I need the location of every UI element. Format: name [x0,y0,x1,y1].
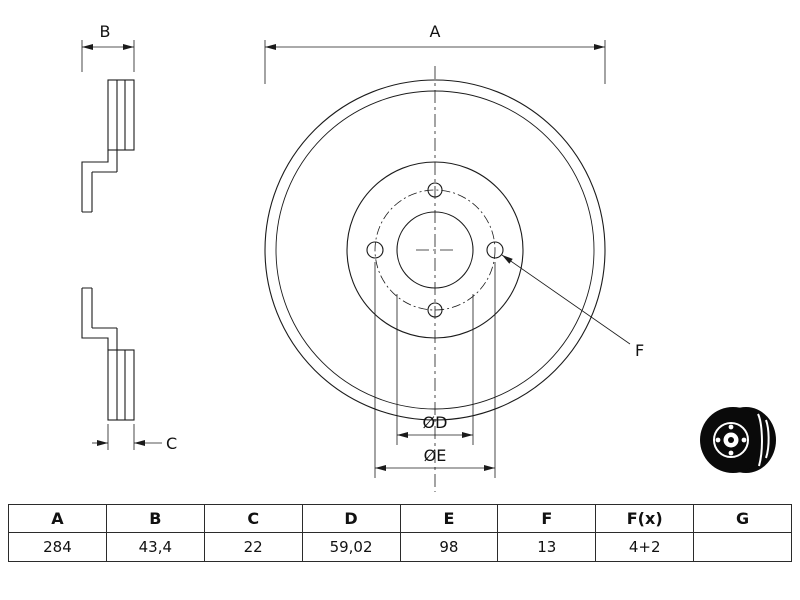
dimension-b [81,40,135,72]
value-c: 22 [203,532,303,562]
friction-band-bottom [107,349,135,421]
friction-band-top [107,79,135,151]
dimension-b-extensions [81,40,135,72]
dimension-b-label: B [100,22,111,41]
leader-line-f [501,254,631,345]
dimension-d [396,294,474,445]
dimension-c-label: C [166,434,177,453]
dimension-e-label: ØE [424,446,447,465]
value-a: 284 [8,532,107,562]
value-b: 43,4 [105,532,205,562]
dimension-d-extensions [396,294,474,445]
col-header-g: G [693,504,792,533]
vent-slot-top [116,80,126,150]
dimension-e-extensions [374,262,496,478]
dimension-e [374,262,496,478]
col-header-a: A [8,504,107,533]
front-view [264,66,606,492]
bolt-circle [374,189,496,311]
value-f: 13 [497,532,597,562]
side-section-view [81,79,135,421]
dimension-a [264,40,606,84]
dimension-table: A B C D E F F(x) G 284 43,4 22 59,02 98 … [8,504,792,562]
table-value-row: 284 43,4 22 59,02 98 13 4+2 [8,532,792,562]
col-header-d: D [301,504,401,533]
bolt-hole-left [366,241,384,259]
col-header-c: C [203,504,303,533]
col-header-e: E [399,504,499,533]
col-header-f: F [497,504,597,533]
dimension-table-body: 284 43,4 22 59,02 98 13 4+2 [8,532,792,562]
value-d: 59,02 [301,532,401,562]
dimension-a-label: A [430,22,441,41]
vent-slot-bottom [116,350,126,420]
dimension-c-extensions [107,424,135,450]
table-header-row: A B C D E F F(x) G [8,504,792,533]
dimension-f-label: F [635,341,644,360]
value-e: 98 [399,532,499,562]
hat-profile [81,150,118,350]
brake-disc-icon [700,407,776,473]
col-header-fx: F(x) [595,504,695,533]
value-fx: 4+2 [595,532,695,562]
bolt-hole-right [486,241,504,259]
value-g [693,532,792,562]
dimension-table-header: A B C D E F F(x) G [8,504,792,533]
col-header-b: B [105,504,205,533]
brake-disc-drawing: B C A [81,22,776,492]
dimension-d-label: ØD [423,413,448,432]
dimension-c [92,424,162,450]
